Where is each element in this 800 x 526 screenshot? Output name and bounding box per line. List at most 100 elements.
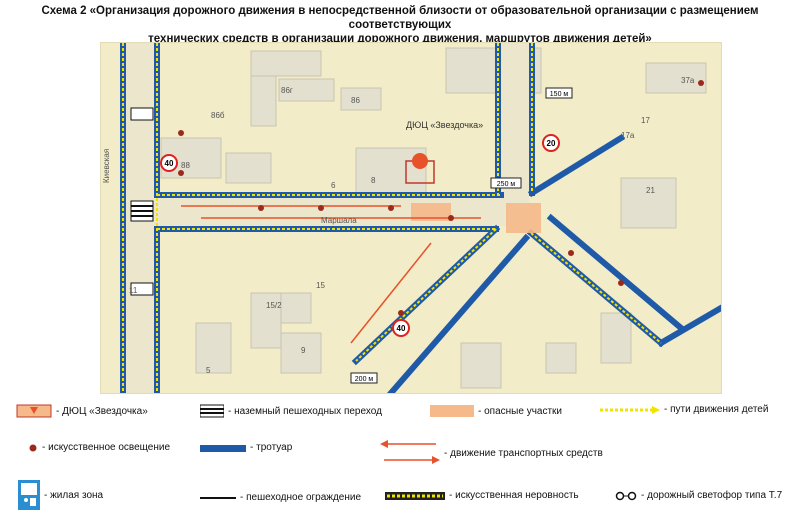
legend-label: - наземный пешеходных переход	[228, 405, 382, 417]
house-number: 86	[351, 96, 360, 105]
building	[460, 342, 502, 389]
distance-sign-icon	[350, 372, 378, 384]
distance-text: 200 м	[355, 376, 374, 383]
light	[398, 310, 404, 316]
legend-label: - ДЮЦ «Звездочка»	[56, 405, 148, 417]
building	[195, 322, 232, 374]
sidewalk-legend-icon	[200, 444, 246, 452]
fence-legend-icon	[200, 496, 236, 499]
sidewalk	[546, 213, 686, 333]
child-path	[530, 232, 662, 344]
traffic-legend-icon	[380, 440, 440, 464]
legend-label: - тротуар	[250, 442, 293, 453]
house-number: 5	[206, 366, 211, 375]
danger-zone	[411, 203, 451, 221]
building	[250, 50, 322, 77]
light	[258, 205, 264, 211]
danger-legend-icon	[430, 405, 474, 417]
speed-limit-sign-icon	[392, 319, 410, 337]
legend-item-traffic: - движение транспортных средств	[380, 438, 603, 468]
light	[318, 205, 324, 211]
school-legend-icon	[16, 404, 52, 418]
distance-text: 150 м	[550, 91, 569, 98]
traffic-light-t7-icon	[615, 491, 637, 500]
light	[698, 80, 704, 86]
distance-sign-icon	[545, 87, 573, 99]
lighting-points	[178, 80, 704, 316]
child-path	[355, 228, 497, 362]
legend-item-child-path: - пути движения детей	[600, 404, 768, 415]
house-number: 17а	[621, 131, 635, 140]
child-path-legend-icon	[600, 405, 660, 414]
distance-sign-icon	[490, 177, 522, 189]
legend-label: - опасные участки	[478, 405, 563, 417]
building	[280, 292, 312, 324]
distance-text: 250 м	[497, 181, 516, 188]
crossing-legend-icon	[200, 404, 224, 418]
building	[340, 87, 382, 111]
building	[278, 78, 335, 102]
legend-item-sidewalk: - тротуар	[200, 442, 292, 453]
legend-item-crossing: - наземный пешеходных переход	[200, 404, 382, 418]
building	[600, 312, 632, 364]
legend-label: - пешеходное ограждение	[240, 492, 362, 503]
street-marshala: Маршала	[321, 216, 357, 225]
crossings	[130, 107, 154, 296]
light	[568, 250, 574, 256]
house-number: 37а	[681, 76, 695, 85]
traffic-arrow	[350, 242, 432, 344]
danger-zone	[506, 203, 541, 233]
building	[645, 62, 707, 94]
school-label: ДЮЦ «Звездочка»	[406, 120, 483, 130]
speed-limit-sign-icon	[542, 134, 560, 152]
buildings	[160, 47, 707, 389]
light	[448, 215, 454, 221]
legend-item-school: - ДЮЦ «Звездочка»	[16, 404, 148, 418]
legend: - ДЮЦ «Звездочка» - наземный пешеходных …	[0, 392, 800, 526]
building	[250, 75, 277, 127]
traffic-arrows	[181, 205, 481, 344]
house-number: 86г	[281, 86, 293, 95]
speed-limit-text: 40	[397, 324, 406, 333]
legend-label: - пути движения детей	[664, 404, 769, 415]
house-number: 88	[181, 161, 190, 170]
house-number: 6	[331, 181, 336, 190]
legend-item-danger: - опасные участки	[430, 404, 562, 418]
street-kievskaya: Киевская	[102, 149, 111, 183]
map: 40 40 20 250 м 150 м 200 м ДЮЦ «Звездочк…	[100, 42, 722, 394]
sidewalk	[387, 233, 531, 393]
building	[280, 332, 322, 374]
road-marshala	[154, 198, 524, 226]
legend-label: - дорожный светофор типа Т.7	[641, 490, 783, 501]
crossing	[130, 282, 154, 296]
signs: 40 40 20 250 м 150 м 200 м	[160, 87, 573, 384]
house-number: 8	[371, 176, 376, 185]
house-number: 86б	[211, 111, 225, 120]
light	[618, 280, 624, 286]
house-number: 15/2	[266, 301, 282, 310]
danger-zones	[411, 203, 541, 233]
page-title: Схема 2 «Организация дорожного движения …	[8, 4, 792, 46]
school-star-icon	[412, 153, 428, 169]
map-canvas: 40 40 20 250 м 150 м 200 м ДЮЦ «Звездочк…	[102, 43, 721, 393]
sidewalk	[656, 304, 721, 348]
house-number: 17	[641, 116, 650, 125]
building	[545, 342, 577, 374]
speed-limit-text: 20	[547, 139, 556, 148]
sidewalk	[527, 133, 626, 198]
living-zone-sign-icon	[18, 480, 40, 510]
title-line-1: Схема 2 «Организация дорожного движения …	[41, 5, 759, 31]
child-paths	[122, 43, 662, 393]
crossing	[130, 107, 154, 121]
legend-label: - жилая зона	[44, 489, 104, 501]
light	[388, 205, 394, 211]
house-number: 15	[316, 281, 325, 290]
bump-legend-icon	[385, 491, 445, 500]
school-marker	[405, 153, 435, 184]
legend-item-signal: - дорожный светофор типа Т.7	[615, 490, 782, 501]
light	[178, 170, 184, 176]
building	[225, 152, 272, 184]
building	[620, 177, 677, 229]
legend-label: - искусственное освещение	[42, 442, 171, 453]
legend-label: - искусственная неровность	[449, 490, 579, 501]
